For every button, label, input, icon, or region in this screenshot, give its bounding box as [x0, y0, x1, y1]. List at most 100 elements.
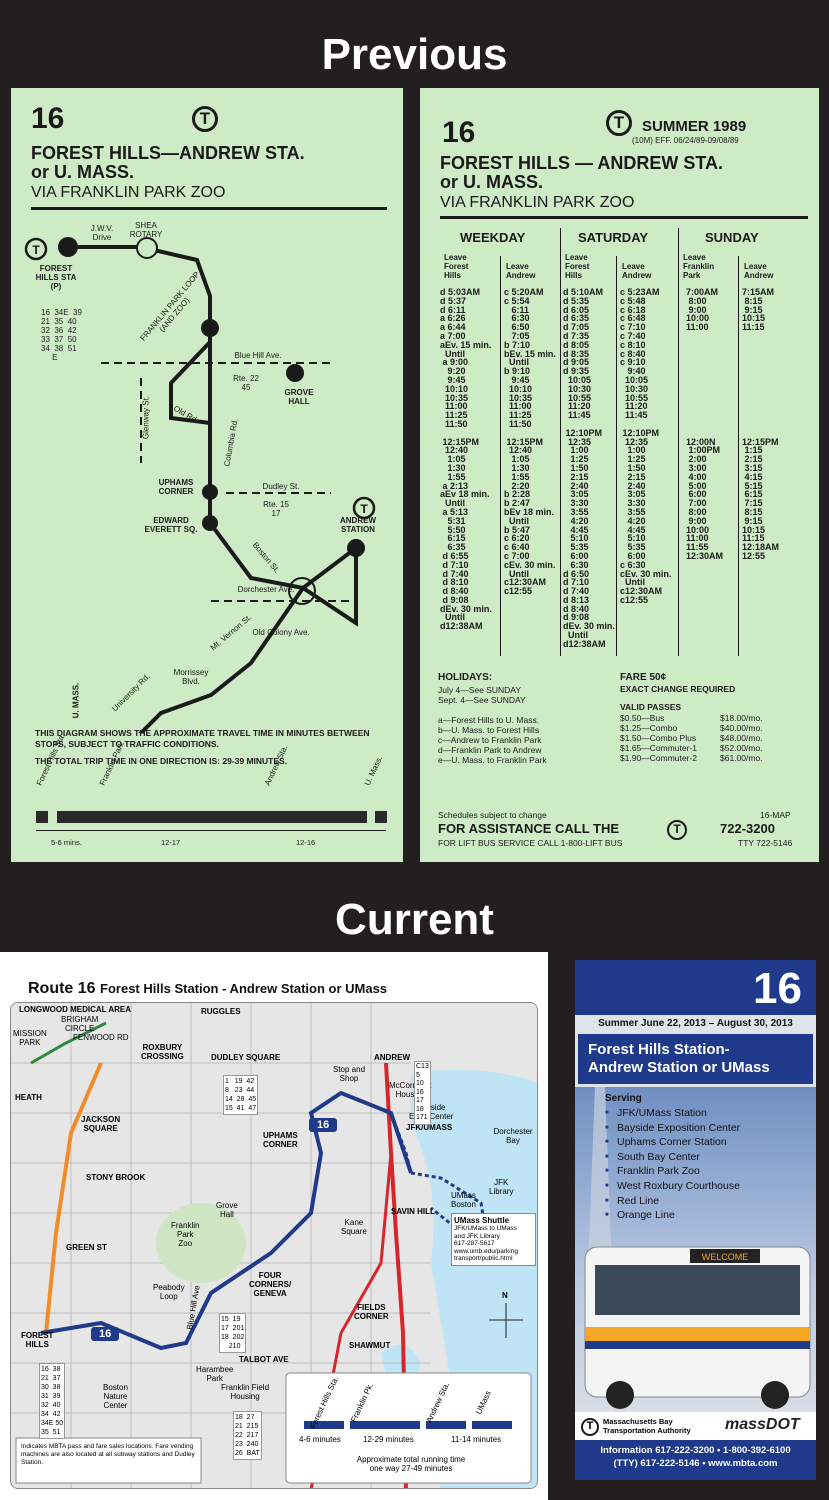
street-map: RUGGLES LONGWOOD MEDICAL AREA BRIGHAM CI…: [10, 1002, 538, 1489]
map-franklin-park-zoo: Franklin Park Zoo: [171, 1221, 200, 1248]
times-weekday-andrew: c 5:20AM c 5:54 6:11 6:30 6:50 7:05 b 7:…: [504, 287, 556, 597]
map-label-morrissey: Morrissey Blvd.: [173, 668, 209, 686]
map-mccormack: McCormack Housing: [389, 1081, 432, 1099]
pass-5-price: $61.00/mo.: [720, 753, 763, 763]
cover-header: 16: [575, 960, 816, 1015]
previous-heading: Previous: [321, 30, 508, 79]
map-label-grove-hall: GROVE HALL: [284, 388, 314, 406]
map-roxbury-crossing: ROXBURY CROSSING: [141, 1043, 184, 1061]
tty-text: TTY 722-5146: [738, 838, 793, 848]
map-umass-boston: UMass Boston: [451, 1191, 476, 1209]
map-green-st: GREEN ST: [66, 1243, 107, 1252]
timeline-segment-2: 12-17: [161, 838, 181, 847]
serving-item: Orange Line: [605, 1208, 740, 1223]
current-heading: Current: [335, 895, 494, 944]
map-stop-and-shop: Stop and Shop: [333, 1065, 366, 1083]
map-label-glenway: Glenway St.: [141, 395, 151, 440]
map-label-blue-hill-ave: Blue Hill Ave.: [234, 351, 282, 360]
cover-info: Information 617-222-3200 • 1-800-392-610…: [575, 1440, 816, 1480]
map-label-dorchester-ave: Dorchester Ave.: [237, 585, 295, 594]
map-jackson-square: JACKSON SQUARE: [81, 1115, 121, 1133]
fare-sub: EXACT CHANGE REQUIRED: [620, 684, 736, 694]
serving-item: Red Line: [605, 1194, 740, 1209]
map-andrew: ANDREW: [374, 1053, 410, 1062]
legend-c: c—Andrew to Franklin Park: [438, 735, 542, 745]
assist-t-icon: T: [667, 820, 687, 840]
route-number: 16: [31, 102, 65, 135]
routes-box-dudley: 1 19 42 8 23 44 14 28 45 15 41 47: [223, 1075, 259, 1115]
new-timeline-total: Approximate total running time one way 2…: [356, 1455, 466, 1473]
map-heath: HEATH: [15, 1093, 42, 1102]
map-longwood: LONGWOOD MEDICAL AREA: [19, 1005, 131, 1014]
map-label-dudley-st: Dudley St.: [262, 482, 300, 491]
route-diagram: T T: [24, 237, 376, 733]
holiday-1: July 4—See SUNDAY: [438, 685, 521, 695]
col-divider: [616, 256, 617, 656]
times-sun-franklin: 7:00AM 8:00 9:00 10:00 11:00 12:00N 1:00…: [686, 287, 724, 561]
season: SUMMER 1989: [642, 118, 747, 135]
pass-2-name: $1.25—Combo: [620, 723, 678, 733]
routes-box-fields: 15 19 17 201 18 202 210: [219, 1313, 247, 1353]
legend-e: e—U. Mass. to Franklin Park: [438, 755, 547, 765]
umass-shuttle-box: UMass Shuttle JFK/UMass to UMass and JFK…: [451, 1213, 536, 1266]
map-shawmut: SHAWMUT: [349, 1341, 391, 1350]
subject-to-change: Schedules subject to change: [438, 810, 547, 820]
map-label-edward-everett: EDWARD EVERETT SQ.: [144, 516, 198, 534]
assistance-text: FOR ASSISTANCE CALL THE: [438, 821, 620, 836]
map-label-andrew-station: ANDREW STATION: [340, 516, 376, 534]
serving-item: West Roxbury Courthouse: [605, 1179, 740, 1194]
cover-route-number: 16: [753, 964, 802, 1013]
map-label-umass: U. MASS.: [71, 682, 81, 719]
fare-title: FARE 50¢: [620, 672, 667, 683]
pass-3-price: $48.00/mo.: [720, 733, 763, 743]
compass-north: N: [502, 1291, 508, 1300]
lift-bus-text: FOR LIFT BUS SERVICE CALL 1-800-LIFT BUS: [438, 838, 623, 848]
assist-phone: 722-3200: [720, 821, 775, 836]
day-divider: [560, 228, 561, 656]
map-boston-nature: Boston Nature Center: [103, 1383, 128, 1410]
legend-a: a—Forest Hills to U. Mass.: [438, 715, 540, 725]
new-timeline-seg1: 4-6 minutes: [299, 1435, 341, 1444]
route-16-badge-map: 16: [91, 1327, 120, 1341]
map-brigham: BRIGHAM CIRCLE: [61, 1015, 99, 1033]
map-label-uphams-corner: UPHAMS CORNER: [158, 478, 194, 496]
timeline-rule: [36, 830, 386, 831]
title-rule: [31, 207, 387, 210]
map-savin-hill: SAVIN HILL: [391, 1207, 435, 1216]
current-route-description: Forest Hills Station - Andrew Station or…: [100, 981, 388, 996]
map-franklin-field: Franklin Field Housing: [221, 1383, 270, 1401]
total-trip-value: 29-39 MINUTES.: [222, 756, 288, 766]
old-schedule-card: 16 T SUMMER 1989 (10M) EFF. 06/24/89-09/…: [420, 88, 819, 862]
route-subtitle: VIA FRANKLIN PARK ZOO: [31, 184, 226, 201]
old-map-card: 16 T FOREST HILLS—ANDREW STA. or U. MASS…: [11, 88, 403, 862]
map-kane-square: Kane Square: [341, 1218, 367, 1236]
pass-3-name: $1.50—Combo Plus: [620, 733, 697, 743]
pass-5-name: $1.90—Commuter-2: [620, 753, 698, 763]
umass-shuttle-info: JFK/UMass to UMass and JFK Library 617-2…: [454, 1225, 518, 1262]
map-dudley-square: DUDLEY SQUARE: [211, 1053, 281, 1062]
current-cover: 16 Summer June 22, 2013 – August 30, 201…: [575, 960, 816, 1480]
bus-sign-text: WELCOME: [702, 1252, 749, 1262]
day-weekday: WEEKDAY: [460, 230, 526, 245]
bus-illustration: WELCOME: [584, 1087, 811, 1409]
map-label-old-colony: Old Colony Ave.: [252, 628, 310, 637]
effective-dates: (10M) EFF. 06/24/89-09/08/89: [632, 136, 739, 145]
col-divider: [738, 256, 739, 656]
day-saturday: SATURDAY: [578, 230, 649, 245]
map-stony-brook: STONY BROOK: [86, 1173, 146, 1182]
route-16-badge-map-2: 16: [309, 1118, 338, 1132]
mbta-logo-icon: T: [581, 1418, 599, 1436]
serving-item: Franklin Park Zoo: [605, 1164, 740, 1179]
holidays-title: HOLIDAYS:: [438, 672, 493, 683]
routes-box-forest-hills: 16 38 21 37 30 38 31 39 32 40 34 42 34E …: [39, 1363, 66, 1439]
serving-item: South Bay Center: [605, 1150, 740, 1165]
times-sat-andrew: c 5:23AM c 5:48 c 6:18 c 6:48 c 7:10 c 7…: [620, 287, 672, 605]
map-jfk-library: JFK Library: [489, 1178, 514, 1196]
diagram-note: THIS DIAGRAM SHOWS THE APPROXIMATE TRAVE…: [35, 728, 370, 749]
timeline-bar-start: [36, 811, 48, 823]
holiday-2: Sept. 4—See SUNDAY: [438, 695, 526, 705]
cover-dates: Summer June 22, 2013 – August 30, 2013: [598, 1018, 793, 1029]
current-route-map: Route 16 Forest Hills Station - Andrew S…: [0, 952, 548, 1500]
mbta-name: Massachusetts Bay Transportation Authori…: [603, 1417, 691, 1435]
map-label-forest-hills: FOREST HILLS STA (P): [35, 264, 77, 291]
